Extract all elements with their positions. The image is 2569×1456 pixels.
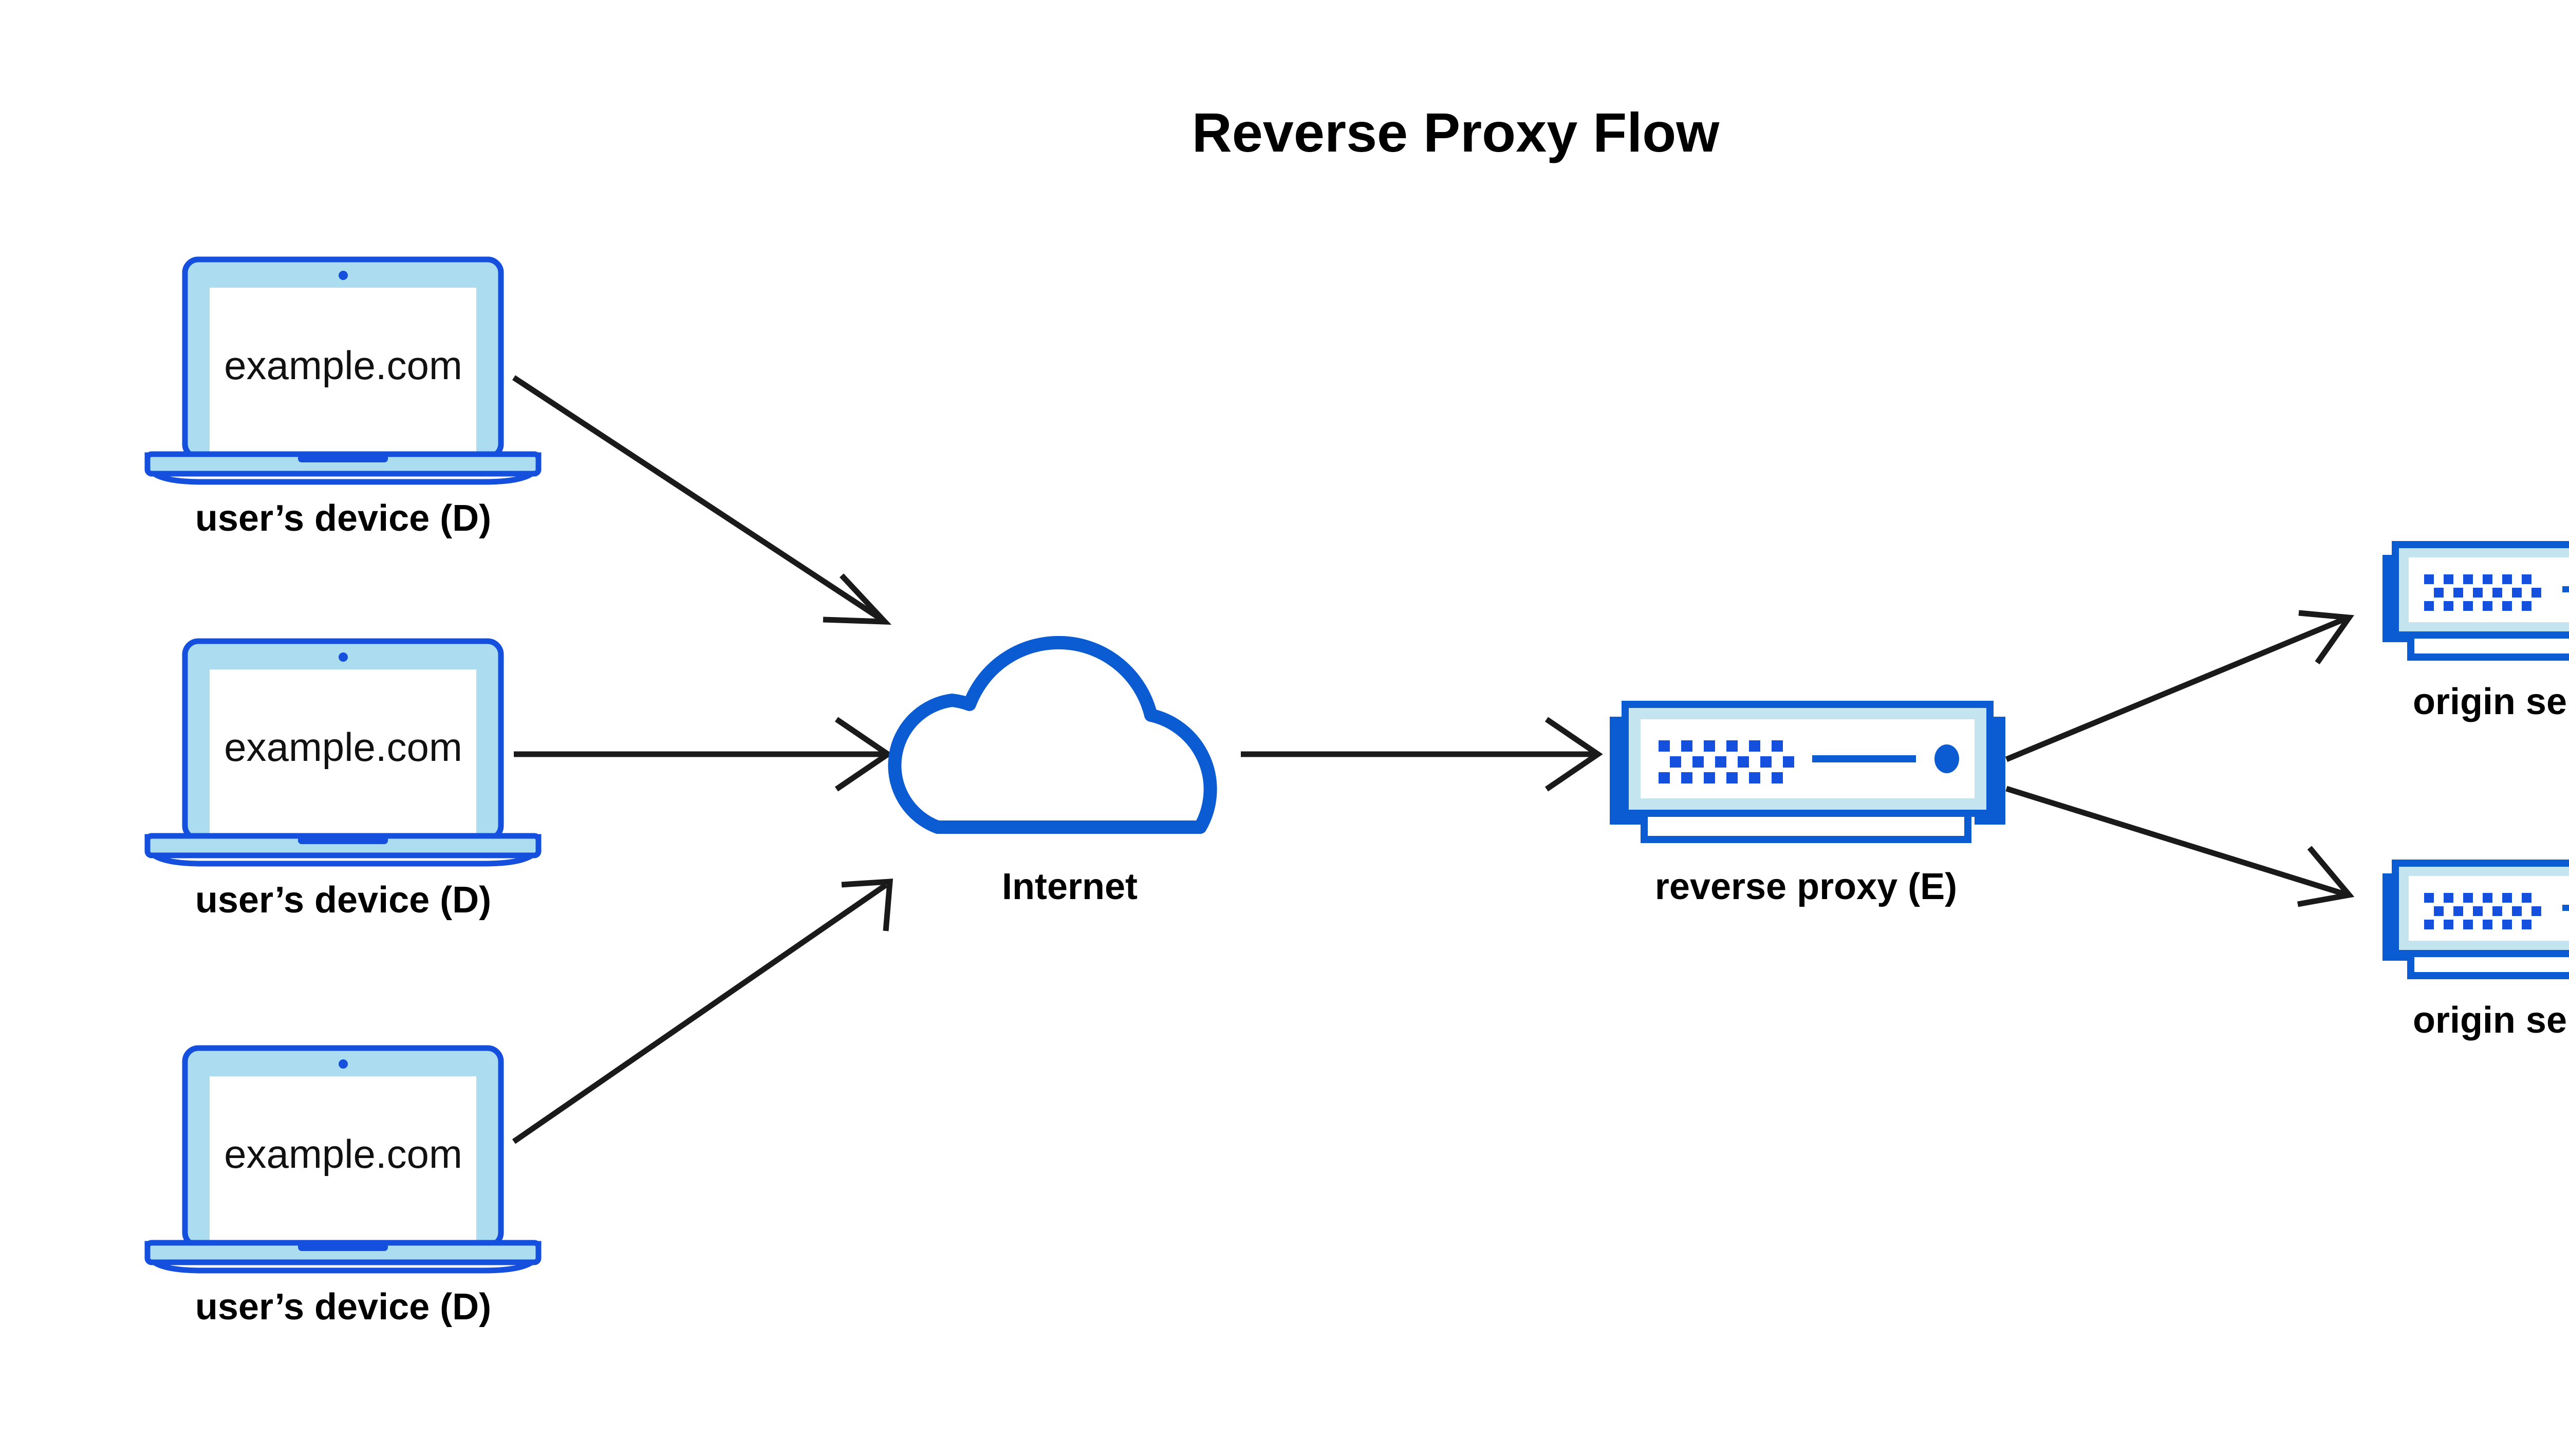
edge-proxy-to-origin2 [2005, 786, 2355, 907]
laptop-trackpad-notch [298, 836, 388, 844]
server-status-led [1934, 744, 1959, 773]
laptop-trackpad-notch [298, 1243, 388, 1251]
reverse-proxy-label: reverse proxy (E) [1655, 866, 1957, 907]
server-status-bar [2562, 586, 2569, 592]
edge-client3-to-internet [512, 879, 893, 1144]
server-status-bar [1812, 755, 1916, 762]
laptop-screen [210, 669, 476, 839]
screen-url-text: example.com [224, 1131, 462, 1177]
server-front-panel [2409, 557, 2569, 622]
server-status-bar [2562, 905, 2569, 911]
laptop-screen [210, 288, 476, 457]
client-device-2-label: user’s device (D) [195, 880, 491, 921]
cloud-icon [888, 636, 1217, 834]
client-device-1[interactable]: example.com user’s device (D) [144, 256, 542, 539]
page-title: Reverse Proxy Flow [1192, 101, 1720, 163]
client-device-3[interactable]: example.com user’s device (D) [144, 1045, 542, 1328]
origin-server-1[interactable]: origin server (F) [2382, 541, 2569, 722]
server-vent-grid [2424, 574, 2541, 611]
laptop-trackpad-notch [298, 454, 388, 462]
internet-node[interactable]: Internet [888, 636, 1217, 907]
webcam-icon [339, 271, 348, 280]
server-vent-grid [2424, 893, 2541, 929]
client-device-3-label: user’s device (D) [195, 1286, 491, 1328]
screen-url-text: example.com [224, 724, 462, 770]
origin-server-2[interactable]: origin server (F) [2382, 860, 2569, 1041]
origin-server-2-label: origin server (F) [2413, 1000, 2569, 1041]
webcam-icon [339, 652, 348, 662]
edge-client1-to-internet [512, 375, 892, 625]
flow-arrows [512, 375, 2355, 1144]
server-front-panel [2409, 876, 2569, 941]
internet-label: Internet [1002, 866, 1138, 907]
edge-proxy-to-origin1 [2005, 610, 2354, 762]
client-device-2[interactable]: example.com user’s device (D) [144, 638, 542, 921]
server-front-panel [1641, 719, 1975, 798]
edge-client2-to-internet [514, 717, 893, 792]
origin-server-1-label: origin server (F) [2413, 681, 2569, 722]
reverse-proxy-node[interactable]: reverse proxy (E) [1610, 701, 2005, 907]
screen-url-text: example.com [224, 343, 462, 388]
laptop-screen [210, 1076, 476, 1246]
edge-internet-to-proxy [1241, 717, 1603, 792]
webcam-icon [339, 1059, 348, 1069]
client-device-1-label: user’s device (D) [195, 498, 491, 539]
server-vent-grid [1659, 740, 1794, 783]
